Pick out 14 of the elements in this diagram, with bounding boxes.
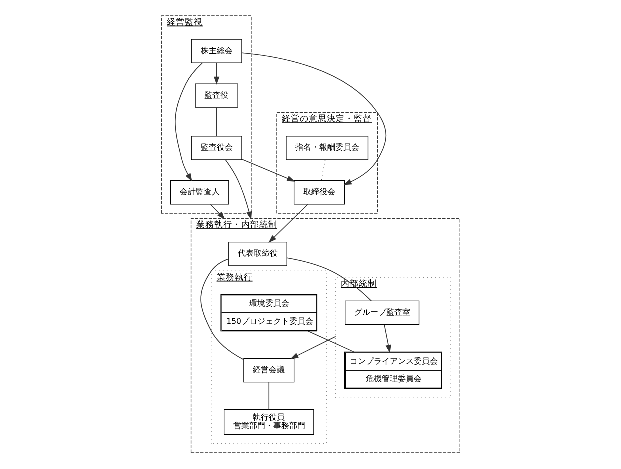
arrow — [210, 204, 225, 220]
arrow — [224, 160, 252, 220]
arrow — [241, 159, 295, 182]
connector — [216, 107, 217, 137]
arrow — [241, 52, 386, 186]
arrow — [174, 62, 202, 182]
connector — [307, 330, 354, 353]
arrow — [290, 336, 336, 360]
arrow — [384, 324, 391, 354]
connector — [200, 258, 244, 360]
connector — [286, 258, 372, 302]
arrow — [213, 62, 220, 85]
connector — [320, 160, 326, 181]
connector — [268, 382, 270, 410]
